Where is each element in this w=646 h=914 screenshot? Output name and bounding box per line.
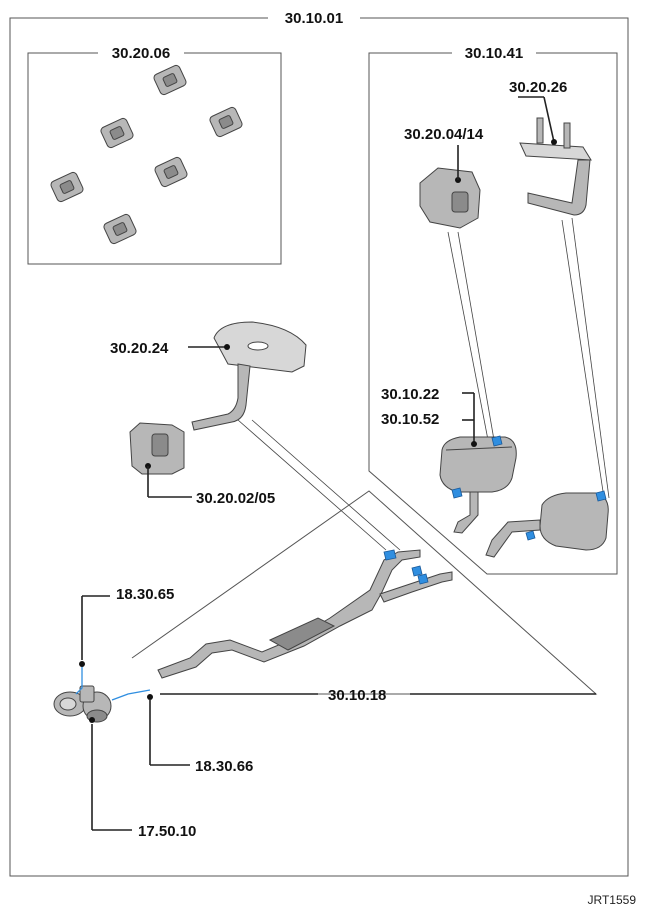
rear-mount-label: 30.20.04/14 (404, 126, 484, 143)
rear-tailpipe-part (519, 117, 592, 216)
mounts-set-label: 30.20.06 (112, 45, 170, 62)
sensor-wire-upstream (75, 664, 83, 695)
heat-shield-label: 30.20.24 (110, 340, 169, 357)
sensor-upstream-label: 18.30.65 (116, 586, 174, 603)
sensor-downstream-label: 18.30.66 (195, 758, 253, 775)
heat-shield-part (191, 321, 307, 431)
main-pipe-part (157, 549, 453, 679)
main-ref-label: 30.10.01 (285, 10, 343, 27)
hanger-part (129, 422, 185, 475)
rear-muffler-left-part (439, 435, 517, 534)
mounts-set-frame (27, 52, 282, 265)
rear-assembly-label: 30.10.41 (465, 45, 523, 62)
main-pipe-frame (131, 490, 598, 695)
hanger-label: 30.20.02/05 (196, 490, 275, 507)
turbocharger-part (53, 685, 112, 723)
turbo-label: 17.50.10 (138, 823, 196, 840)
footer-code: JRT1559 (588, 893, 637, 907)
rear-mount-part (419, 167, 481, 229)
sensor-wire-downstream (111, 689, 151, 701)
rubber-mount-parts (50, 64, 243, 245)
rear-muffler-right-part (485, 490, 609, 558)
projection-lines (237, 217, 610, 551)
rear-tailpipe-label: 30.20.26 (509, 79, 567, 96)
rear-assembly-frame (368, 52, 618, 575)
muffler-label-a: 30.10.22 (381, 386, 439, 403)
muffler-label-b: 30.10.52 (381, 411, 439, 428)
main-pipe-label: 30.10.18 (328, 687, 386, 704)
